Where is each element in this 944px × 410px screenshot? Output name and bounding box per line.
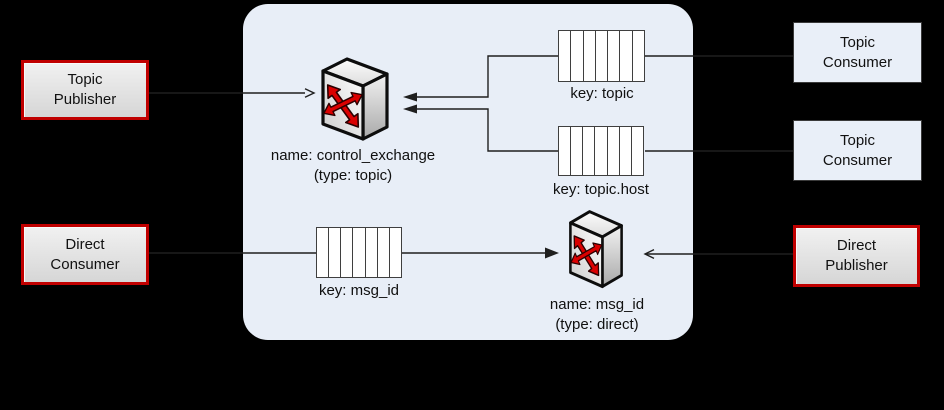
queue-msg-id-icon xyxy=(316,227,402,278)
topic-consumer-2-label-line1: Topic xyxy=(839,131,876,149)
direct-consumer-label-line2: Consumer xyxy=(50,255,120,273)
direct-consumer-label-line1: Direct xyxy=(65,235,105,253)
topic-consumer-box-2: Topic Consumer xyxy=(793,120,922,181)
queue-topic-host-icon xyxy=(558,126,644,176)
control-exchange-name: name: control_exchange xyxy=(270,147,436,164)
direct-exchange-label: name: msg_id (type: direct) xyxy=(507,295,687,335)
control-exchange-label: name: control_exchange (type: topic) xyxy=(258,146,448,186)
queue-topic-host-label: key: topic.host xyxy=(553,181,649,198)
control-exchange-type: (type: topic) xyxy=(313,167,393,184)
topic-publisher-box: Topic Publisher xyxy=(21,60,149,120)
direct-exchange-name: name: msg_id xyxy=(549,296,645,313)
direct-consumer-box: Direct Consumer xyxy=(21,224,149,285)
topic-consumer-box-1: Topic Consumer xyxy=(793,22,922,83)
topic-publisher-label-line1: Topic xyxy=(67,71,103,88)
topic-consumer-2-label-line2: Consumer xyxy=(822,151,893,169)
direct-exchange-icon xyxy=(560,206,632,295)
topic-consumer-1-label-line2: Consumer xyxy=(822,53,893,71)
queue-msg-id-label: key: msg_id xyxy=(318,282,400,299)
queue-topic-label: key: topic xyxy=(570,85,634,102)
direct-publisher-label-line2: Publisher xyxy=(825,257,888,274)
direct-publisher-box: Direct Publisher xyxy=(793,225,920,287)
direct-publisher-label-line1: Direct xyxy=(836,237,877,254)
direct-exchange-type: (type: direct) xyxy=(555,316,639,333)
topic-publisher-label-line2: Publisher xyxy=(53,91,117,108)
topic-consumer-1-label-line1: Topic xyxy=(839,33,876,51)
topic-exchange-icon xyxy=(310,53,400,148)
queue-topic-icon xyxy=(558,30,645,82)
